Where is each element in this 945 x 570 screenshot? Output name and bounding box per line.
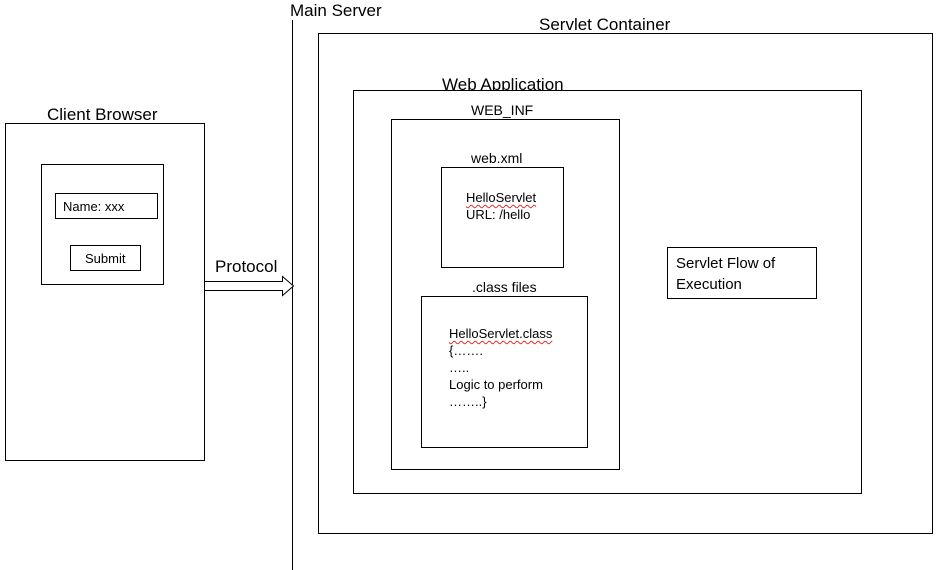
servlet-flow-box: Servlet Flow of Execution [667,247,817,299]
client-browser-title: Client Browser [47,105,158,124]
code-line: ….. [449,360,470,375]
class-files-box: HelloServlet.class {……. ….. Logic to per… [421,296,588,448]
servlet-flow-line2: Execution [676,276,742,293]
servlet-flow-line1: Servlet Flow of [676,255,776,272]
main-server-title: Main Server [290,1,382,20]
protocol-label: Protocol [215,257,278,276]
web-inf-title: WEB_INF [471,102,534,118]
code-line: {……. [449,343,483,358]
submit-button[interactable]: Submit [70,245,141,271]
class-files-title: .class files [472,279,537,295]
web-xml-url: URL: /hello [466,207,531,222]
main-server-divider [292,20,293,570]
web-xml-servlet-name: HelloServlet [466,190,537,205]
class-files-code: HelloServlet.class {……. ….. Logic to per… [449,325,552,410]
name-input-field[interactable]: Name: xxx [55,193,158,219]
web-xml-box: HelloServlet URL: /hello [441,167,564,268]
code-line: Logic to perform [449,377,543,392]
name-input-value: Name: xxx [63,199,125,214]
submit-button-label: Submit [85,251,126,266]
code-line: ……..} [449,394,487,409]
class-file-name: HelloServlet.class [449,326,553,341]
servlet-container-title: Servlet Container [539,15,671,34]
web-application-title: Web Application [442,75,564,94]
protocol-arrow [204,275,295,297]
web-xml-title: web.xml [471,150,523,166]
